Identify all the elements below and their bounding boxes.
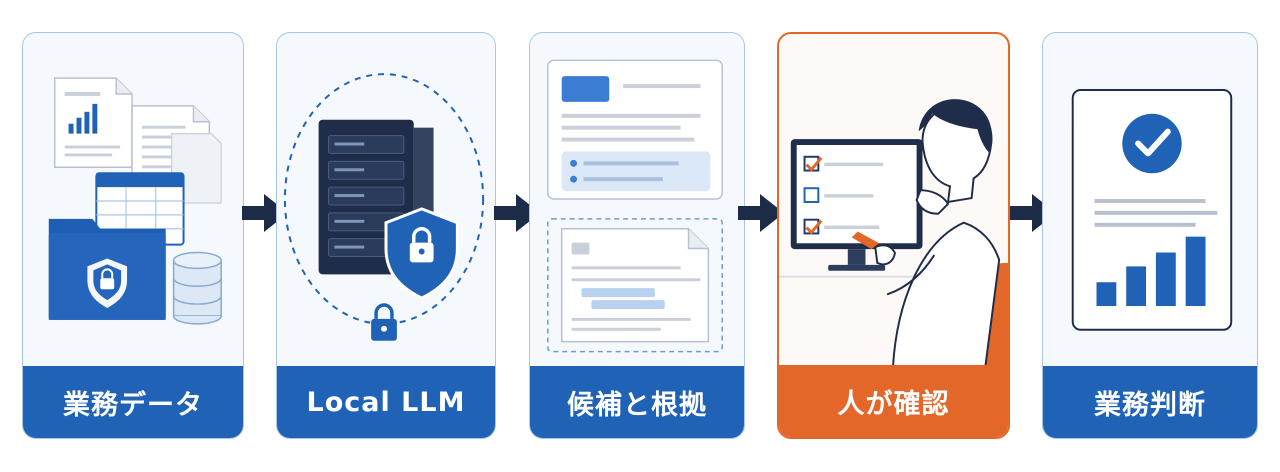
business-decision-illustration [1071, 89, 1233, 331]
step-label: 業務判断 [1043, 366, 1257, 438]
shield-lock-icon [384, 207, 459, 300]
candidate-card [547, 59, 723, 200]
secure-folder-icon [48, 218, 166, 320]
step-card-candidates-evidence: 候補と根拠 [529, 32, 745, 439]
arrow-right-icon [738, 194, 784, 232]
approved-report-icon [1071, 89, 1233, 331]
arrow-right-icon [494, 194, 540, 232]
document-chart-icon [53, 77, 133, 169]
human-review-illustration [779, 99, 1008, 368]
step-card-business-decision: 業務判断 [1042, 32, 1258, 439]
person-reviewer [851, 99, 1008, 368]
database-icon [172, 251, 222, 325]
checklist-monitor-icon [779, 139, 1008, 278]
step-label: Local LLM [277, 366, 495, 438]
candidates-evidence-illustration [547, 59, 723, 353]
lock-icon [371, 303, 397, 341]
step-card-business-data: 業務データ [22, 32, 244, 439]
step-label: 業務データ [23, 366, 243, 438]
step-label: 候補と根拠 [530, 366, 744, 438]
evidence-document [547, 218, 723, 353]
step-label: 人が確認 [779, 365, 1008, 437]
business-data-illustration [48, 77, 222, 325]
step-card-human-review: 人が確認 [777, 32, 1010, 439]
step-card-local-llm: Local LLM [276, 32, 496, 439]
local-llm-illustration [283, 73, 485, 341]
